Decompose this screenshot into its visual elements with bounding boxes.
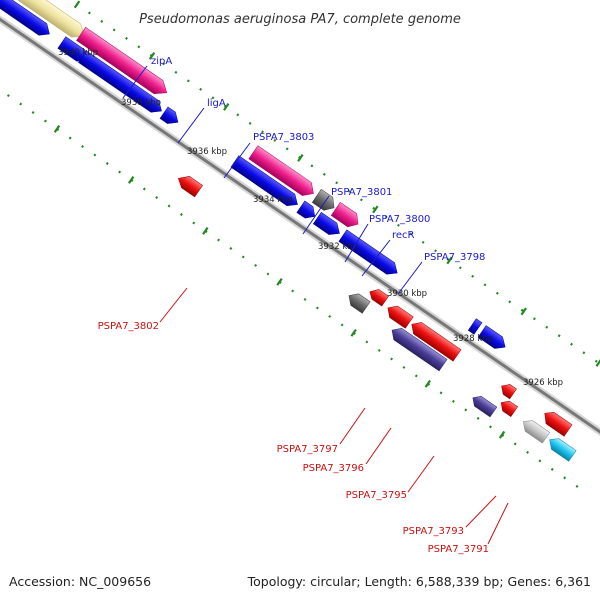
forward-gene-labels: zipA ligA PSPA7_3803 PSPA7_3801 PSPA7_38… — [151, 56, 485, 263]
forward-callout-lines — [122, 65, 423, 295]
gene-label-PSPA7_3798[interactable]: PSPA7_3798 — [424, 252, 485, 263]
gene-label-PSPA7_3791[interactable]: PSPA7_3791 — [428, 544, 489, 555]
cds-ligA[interactable] — [78, 50, 165, 117]
gene-recR[interactable] — [330, 201, 362, 230]
gene-ligA[interactable] — [76, 26, 172, 99]
cds-PSPA7_3801[interactable] — [230, 155, 302, 211]
gene-red-3796a[interactable] — [384, 302, 414, 329]
kbp-label: 3930 kbp — [387, 289, 427, 299]
forward-genes — [0, 0, 509, 353]
map-title: Pseudomonas aeruginosa PA7, complete gen… — [139, 12, 461, 27]
gene-label-ligA[interactable]: ligA — [207, 98, 226, 109]
reverse-genes — [175, 172, 577, 462]
cds-fwd-right[interactable] — [477, 325, 509, 353]
cds-small-fwd[interactable] — [467, 318, 483, 335]
reverse-gene-labels: PSPA7_3802 PSPA7_3797 PSPA7_3796 PSPA7_3… — [98, 321, 489, 555]
gene-cyan[interactable] — [546, 435, 577, 462]
gene-khaki-feature[interactable] — [0, 0, 89, 43]
gene-red-right[interactable] — [540, 408, 573, 437]
gene-PSPA7_3795[interactable] — [388, 324, 448, 372]
gene-PSPA7_3802[interactable] — [175, 172, 203, 198]
genome-summary-text: Topology: circular; Length: 6,588,339 bp… — [247, 574, 591, 589]
gene-PSPA7_3793[interactable] — [498, 398, 519, 417]
inner-ruler-ticks — [53, 125, 506, 439]
gene-PSPA7_3793-a[interactable] — [498, 381, 517, 400]
kbp-label: 3934 kbp — [253, 195, 293, 205]
gene-label-PSPA7_3800[interactable]: PSPA7_3800 — [369, 214, 430, 225]
outer-ruler-dots — [38, 0, 600, 399]
kbp-label: 3928 kbp — [453, 334, 493, 344]
cds-PSPA7_3800[interactable] — [296, 200, 319, 222]
cds-PSPA7_3798[interactable] — [338, 229, 401, 279]
ruler-major-ticks — [73, 0, 600, 367]
gene-label-PSPA7_3802[interactable]: PSPA7_3802 — [98, 321, 159, 332]
gene-label-PSPA7_3796[interactable]: PSPA7_3796 — [303, 463, 364, 474]
ruler-labels: 3940 kbp 3938 kbp 3936 kbp 3934 kbp 3932… — [58, 48, 563, 388]
accession-text: Accession: NC_009656 — [9, 574, 151, 589]
gene-label-PSPA7_3803[interactable]: PSPA7_3803 — [253, 132, 314, 143]
gene-label-PSPA7_3801[interactable]: PSPA7_3801 — [331, 187, 392, 198]
gene-PSPA7_3801[interactable] — [248, 145, 318, 201]
gene-label-recR[interactable]: recR — [392, 230, 415, 241]
inner-ruler-dots — [0, 26, 586, 493]
gene-label-zipA[interactable]: zipA — [151, 56, 172, 67]
cds-recR[interactable] — [312, 211, 343, 239]
gene-PSPA7_3797[interactable] — [345, 290, 371, 314]
gene-PSPA7_3800[interactable] — [311, 188, 338, 214]
kbp-label: 3936 kbp — [187, 147, 227, 157]
gene-PSPA7_3791[interactable] — [469, 393, 498, 418]
track-group — [0, 0, 600, 493]
kbp-label: 3938 kbp — [121, 98, 161, 108]
cds-PSPA7_3803[interactable] — [159, 106, 182, 128]
kbp-label: 3926 kbp — [523, 378, 563, 388]
kbp-label: 3932 kbp — [318, 242, 358, 252]
gene-PSPA7_3796[interactable] — [408, 318, 462, 362]
reverse-callout-lines — [159, 287, 509, 545]
gene-PSPA7_3797-a[interactable] — [367, 286, 389, 307]
gene-label-PSPA7_3797[interactable]: PSPA7_3797 — [277, 444, 338, 455]
gene-label-PSPA7_3793[interactable]: PSPA7_3793 — [403, 526, 464, 537]
kbp-label: 3940 kbp — [58, 48, 98, 58]
gene-lightgray[interactable] — [519, 417, 551, 444]
cds-zipA[interactable] — [0, 0, 53, 40]
gene-label-PSPA7_3795[interactable]: PSPA7_3795 — [346, 490, 407, 501]
genome-backbone — [0, 0, 600, 468]
